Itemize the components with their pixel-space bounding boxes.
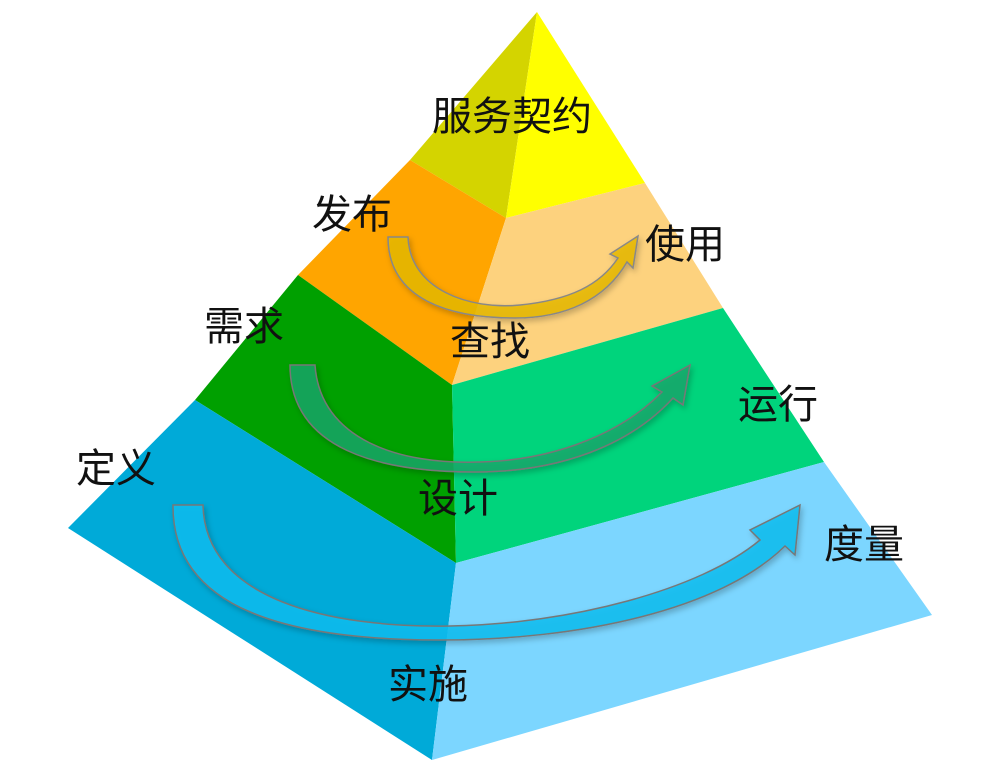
arrow-require-to-run xyxy=(289,363,692,473)
label-publish: 发布 xyxy=(312,192,392,238)
arrow-define-to-measure xyxy=(172,503,801,641)
layer-3-right-face xyxy=(452,308,824,563)
label-measure: 度量 xyxy=(824,522,904,568)
label-define: 定义 xyxy=(76,446,156,492)
layer-top-right-face xyxy=(506,12,645,218)
layer-top-left-face xyxy=(410,12,537,218)
label-require: 需求 xyxy=(204,304,284,350)
label-find: 查找 xyxy=(450,319,530,365)
layer-4-left-face xyxy=(68,400,456,760)
label-design: 设计 xyxy=(418,476,498,522)
label-use: 使用 xyxy=(645,222,725,268)
label-run: 运行 xyxy=(738,382,818,428)
layer-2-right-face xyxy=(452,183,723,385)
arrow-publish-to-use xyxy=(387,234,639,319)
label-service-contract: 服务契约 xyxy=(432,94,592,140)
label-implement: 实施 xyxy=(388,662,468,708)
layer-4-right-face xyxy=(432,462,932,760)
